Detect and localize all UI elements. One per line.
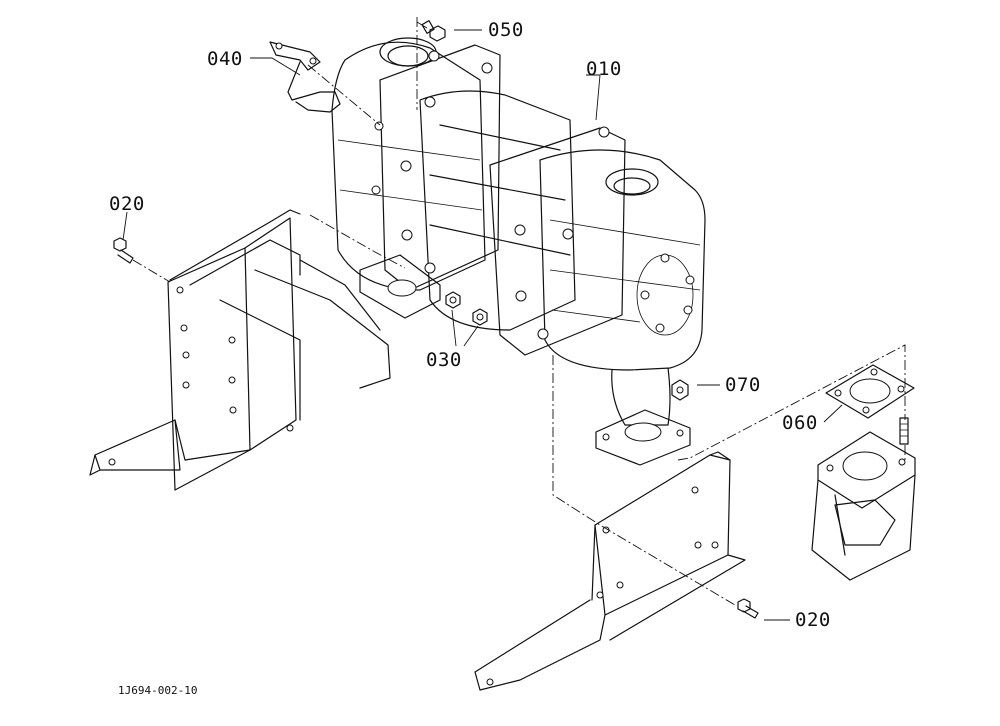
gasket-060 — [825, 364, 915, 419]
callout-label-070: 070 — [725, 374, 761, 396]
callout-label-020-right: 020 — [795, 609, 831, 631]
assembly-lines — [132, 17, 906, 606]
callout-leaders — [122, 29, 843, 621]
callout-label-010: 010 — [586, 58, 622, 80]
dpf-assembly-010 — [331, 37, 706, 466]
callout-label-040: 040 — [207, 48, 243, 70]
sensor-bracket-040 — [269, 41, 341, 113]
nuts-030 — [445, 291, 488, 326]
nut-070 — [671, 379, 689, 401]
bolt-020-right — [737, 598, 759, 619]
right-mounting-bracket — [474, 451, 746, 691]
callout-label-060: 060 — [782, 412, 818, 434]
callout-label-030: 030 — [426, 349, 462, 371]
bolt-050 — [416, 20, 446, 42]
exhaust-outlet-adapter — [811, 431, 916, 581]
callout-label-020-left: 020 — [109, 193, 145, 215]
left-mounting-bracket — [89, 209, 391, 491]
stud-bolt — [899, 417, 909, 445]
bolt-020-left — [113, 237, 134, 264]
drawing-code: 1J694-002-10 — [118, 684, 198, 697]
callout-label-050: 050 — [488, 19, 524, 41]
